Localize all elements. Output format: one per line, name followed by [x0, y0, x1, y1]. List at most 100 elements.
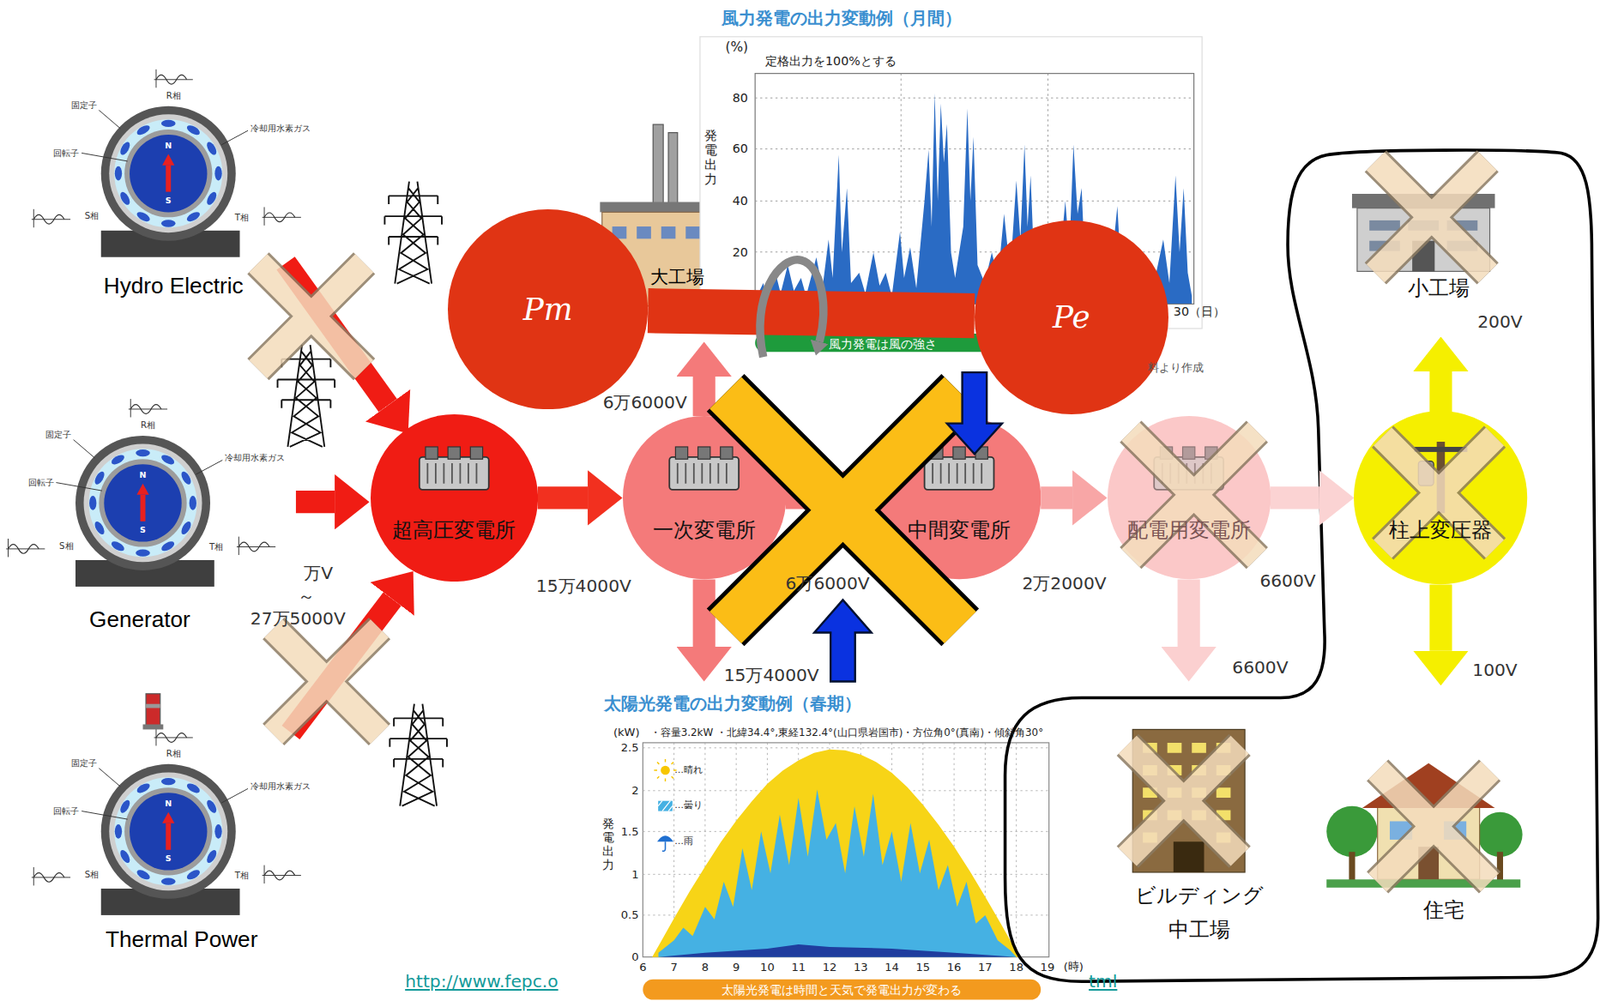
cross-mark [1127, 744, 1240, 858]
building-icon [1173, 841, 1205, 873]
chart-note: ・容量3.2kW ・北緯34.4°,東経132.4°(山口県岩国市)・方位角0°… [650, 727, 1044, 740]
axis-tick: 15 [915, 960, 930, 974]
cross-mark [1382, 436, 1496, 550]
axis-tick: 11 [790, 960, 806, 974]
voltage-label: ～ [297, 586, 315, 607]
solar-chart [597, 720, 1057, 1001]
node-text: 一次変電所 [652, 518, 756, 543]
label-box: 2.5 [621, 741, 640, 755]
factory-icon [599, 202, 707, 213]
pole-label: S [139, 525, 146, 536]
axis-tick: 17 [978, 960, 993, 974]
solar-chart [652, 749, 1020, 958]
cross-mark [1130, 431, 1257, 558]
part-label: 回転子 [53, 806, 79, 817]
axis-tick: 7 [670, 960, 677, 974]
part-label: 固定子 [45, 429, 72, 441]
solar-chart [597, 720, 1057, 1001]
label-box: ～ [297, 586, 315, 607]
label-box: Generator [89, 606, 191, 633]
part-label: T相 [209, 542, 224, 553]
label-box: 14 [884, 960, 900, 974]
label-box: 大工場 [650, 266, 705, 289]
axis-tick: 20 [732, 245, 749, 260]
label-box: 6万6000V [785, 573, 870, 594]
thermal-icon [145, 694, 161, 727]
cross-mark [1130, 431, 1257, 558]
cross-mark [1375, 161, 1488, 274]
solar-chart [658, 790, 1016, 958]
label-box: 30（日） [1173, 304, 1226, 319]
label-box: (時) [1063, 960, 1084, 973]
legend-icons [662, 841, 666, 852]
label-box: 太陽光発電の出力変動例（春期） [603, 694, 862, 714]
voltage-label: 万V [303, 563, 333, 584]
thermal-icon [145, 704, 161, 709]
label-box: S相 [59, 541, 73, 552]
feed-arrows [295, 490, 335, 514]
node-text: 配電用変電所 [1127, 518, 1251, 543]
blue-arrow [814, 372, 1003, 682]
legend-icons [658, 801, 673, 812]
voltage-label: 27万5000V [250, 609, 346, 629]
label-box: 15万4000V [724, 665, 820, 686]
axis-tick: 13 [853, 960, 869, 974]
cross-mark [258, 263, 365, 370]
label-box: 料より作成 [1147, 361, 1204, 375]
node-text: Pe [1052, 299, 1091, 335]
node-text: 超高圧変電所 [392, 518, 516, 543]
pole-label: N [164, 141, 172, 151]
axis-unit: (kW) [613, 725, 640, 739]
label-box: 風力発電の出力変動例（月間） [721, 8, 962, 29]
label-box: 11 [790, 960, 806, 974]
label-box: tml [1088, 972, 1117, 992]
voltage-label: 2万2000V [1021, 573, 1106, 594]
voltage-label: 100V [1472, 660, 1517, 681]
legend-icons [660, 766, 671, 776]
part-label: R相 [166, 90, 182, 102]
label-box: 中工場 [1168, 918, 1231, 942]
axis-tick: 1.5 [621, 825, 640, 839]
big-cross-mark [725, 392, 961, 628]
label-box: 15 [915, 960, 930, 974]
voltage-label: 6万6000V [603, 392, 688, 413]
power-flow-arrow [537, 486, 588, 509]
label-box: 16 [947, 960, 962, 974]
axis-tick: 0.5 [621, 908, 640, 922]
cross-mark [273, 628, 381, 736]
power-flow-arrow [1040, 486, 1073, 509]
axis-tick: 10 [760, 960, 775, 974]
blue-arrow [947, 372, 1003, 454]
node-outline [370, 414, 538, 582]
label-box: 固定子 [71, 100, 97, 111]
chart-caption: 風力発電は風の強さ [828, 337, 937, 351]
factory-icon [636, 226, 652, 239]
label-box: 0.5 [621, 908, 640, 922]
power-ball: Pe [974, 220, 1169, 415]
cross-mark [258, 263, 365, 370]
label-box: T相 [235, 212, 249, 224]
big-cross-mark [725, 392, 961, 628]
voltage-label: 15万4000V [536, 576, 632, 597]
label-box: 7 [670, 960, 677, 974]
substation-circle: 超高圧変電所 [370, 414, 538, 582]
power-ball: Pm [447, 209, 648, 410]
thermal-icon [143, 694, 164, 731]
rotation-arrow [760, 259, 824, 357]
chart-title: 風力発電の出力変動例（月間） [721, 8, 962, 29]
label-box: 60 [732, 141, 749, 156]
cross-mark [1377, 770, 1491, 883]
part-label: R相 [140, 420, 156, 431]
label-box: 1.5 [621, 825, 640, 839]
label-box: 定格出力を100%とする [765, 54, 897, 68]
label-box: 20 [732, 245, 749, 260]
part-label: 冷却用水素ガス [250, 781, 311, 792]
legend-text: …曇り [674, 800, 703, 811]
feed-arrows [1429, 585, 1452, 652]
generator-caption: Generator [89, 606, 191, 633]
voltage-label: 6600V [1259, 571, 1316, 592]
axis-unit: (時) [1063, 960, 1084, 973]
label-box: S [165, 854, 172, 864]
label-box: 1 [631, 868, 639, 882]
solar-chart [642, 742, 1049, 958]
